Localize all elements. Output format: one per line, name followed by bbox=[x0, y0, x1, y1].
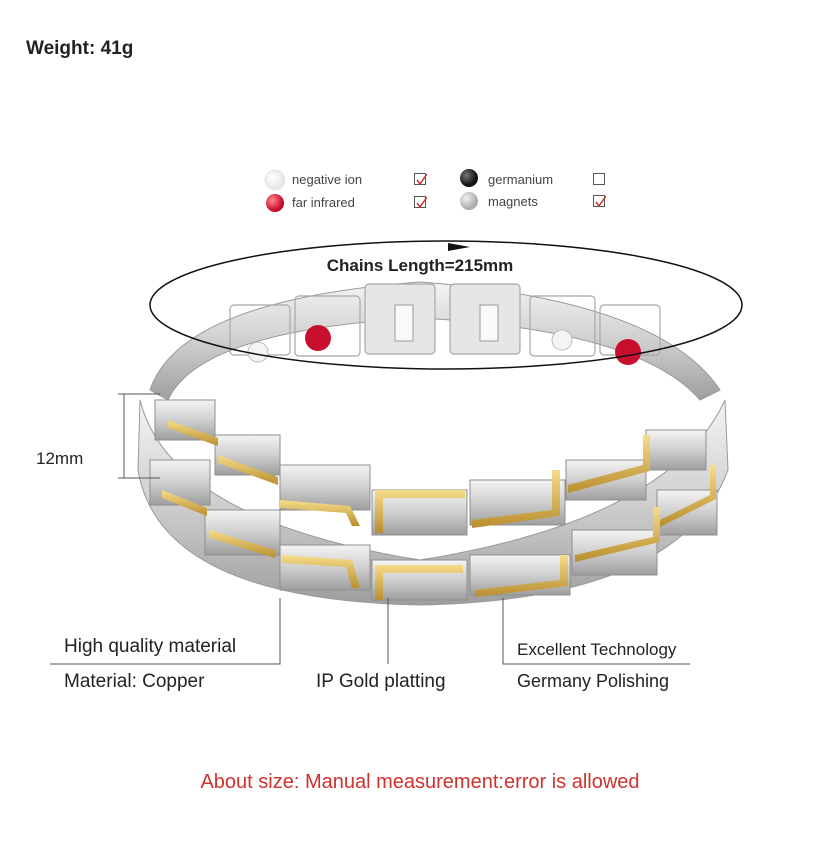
magnets-dot bbox=[460, 192, 478, 210]
check-icon bbox=[416, 174, 427, 186]
arrow-icon bbox=[448, 243, 470, 251]
negative-ion-dot bbox=[266, 171, 284, 189]
far-infrared-bead bbox=[615, 339, 641, 365]
width-label: 12mm bbox=[36, 449, 84, 468]
legend-negative-ion-label: negative ion bbox=[292, 172, 363, 187]
germanium-dot bbox=[460, 169, 478, 187]
width-dimension bbox=[118, 393, 160, 479]
check-icon bbox=[416, 197, 427, 209]
legend-magnets-label: magnets bbox=[488, 194, 538, 209]
weight-label: Weight: 41g bbox=[26, 38, 134, 59]
chain-length-ellipse bbox=[149, 240, 743, 370]
germany-polishing-label: Germany Polishing bbox=[517, 671, 670, 691]
material-label: Material: Copper bbox=[64, 671, 205, 692]
legend-negative-ion-checkbox bbox=[414, 173, 427, 186]
check-icon bbox=[595, 196, 606, 208]
legend-far-infrared-label: far infrared bbox=[292, 195, 355, 210]
high-quality-label: High quality material bbox=[64, 636, 237, 657]
legend-far-infrared-checkbox bbox=[414, 196, 427, 209]
negative-ion-bead bbox=[551, 329, 573, 351]
far-infrared-dot bbox=[266, 194, 284, 212]
legend-germanium-label: germanium bbox=[488, 172, 554, 187]
size-note: About size: Manual measurement:error is … bbox=[200, 771, 640, 793]
ip-gold-label: IP Gold platting bbox=[316, 671, 446, 692]
excellent-technology-label: Excellent Technology bbox=[517, 640, 677, 659]
gold-accents bbox=[162, 420, 716, 600]
negative-ion-bead bbox=[247, 341, 269, 363]
far-infrared-bead bbox=[305, 325, 331, 351]
legend-germanium-checkbox bbox=[593, 173, 605, 185]
chain-length-label: Chains Length=215mm bbox=[326, 256, 514, 275]
callout-lines bbox=[50, 598, 690, 665]
legend-magnets-checkbox bbox=[593, 195, 606, 208]
